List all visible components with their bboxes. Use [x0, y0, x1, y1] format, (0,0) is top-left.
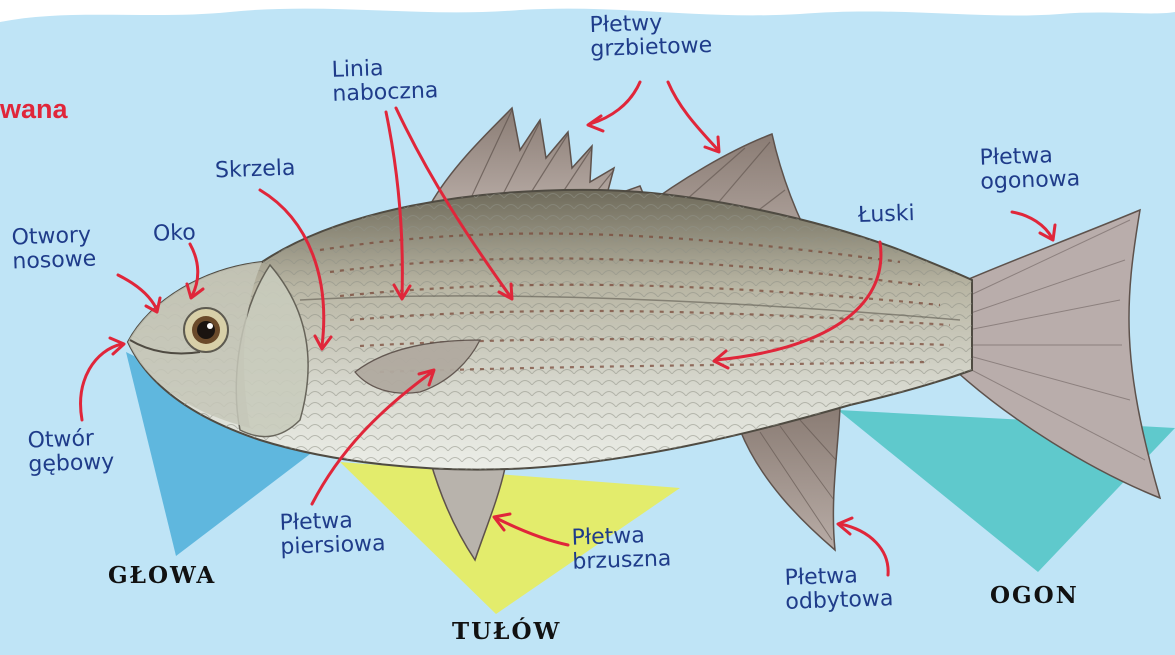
label-oko: Oko [153, 221, 197, 246]
label-line: ogonowa [980, 167, 1081, 194]
label-luski: Łuski [858, 202, 915, 228]
label-line: naboczna [332, 79, 439, 107]
label-pletwa-odbytowa: Płetwa odbytowa [784, 563, 894, 615]
label-line: grzbietowe [590, 34, 713, 62]
label-pletwa-brzuszna: Płetwa brzuszna [571, 523, 672, 574]
body-part-tail-label: OGON [990, 582, 1079, 609]
label-pletwy-grzbietowe: Płetwy grzbietowe [589, 10, 712, 62]
label-linia-naboczna: Linia naboczna [331, 55, 439, 107]
label-otwor-gebowy: Otwór gębowy [27, 427, 115, 478]
label-line: brzuszna [572, 547, 672, 574]
label-line: gębowy [28, 451, 115, 478]
label-pletwa-ogonowa: Płetwa ogonowa [979, 143, 1080, 194]
label-line: piersiowa [280, 532, 386, 560]
header-title-fragment: wana [0, 94, 68, 125]
body-part-trunk-label: TUŁÓW [452, 618, 561, 645]
label-line: nosowe [12, 248, 97, 275]
body-part-head-label: GŁOWA [108, 562, 216, 589]
label-skrzela: Skrzela [215, 157, 296, 184]
label-pletwa-piersiowa: Płetwa piersiowa [279, 508, 386, 560]
label-line: odbytowa [785, 587, 894, 615]
label-otwory-nosowe: Otwory nosowe [11, 224, 96, 275]
